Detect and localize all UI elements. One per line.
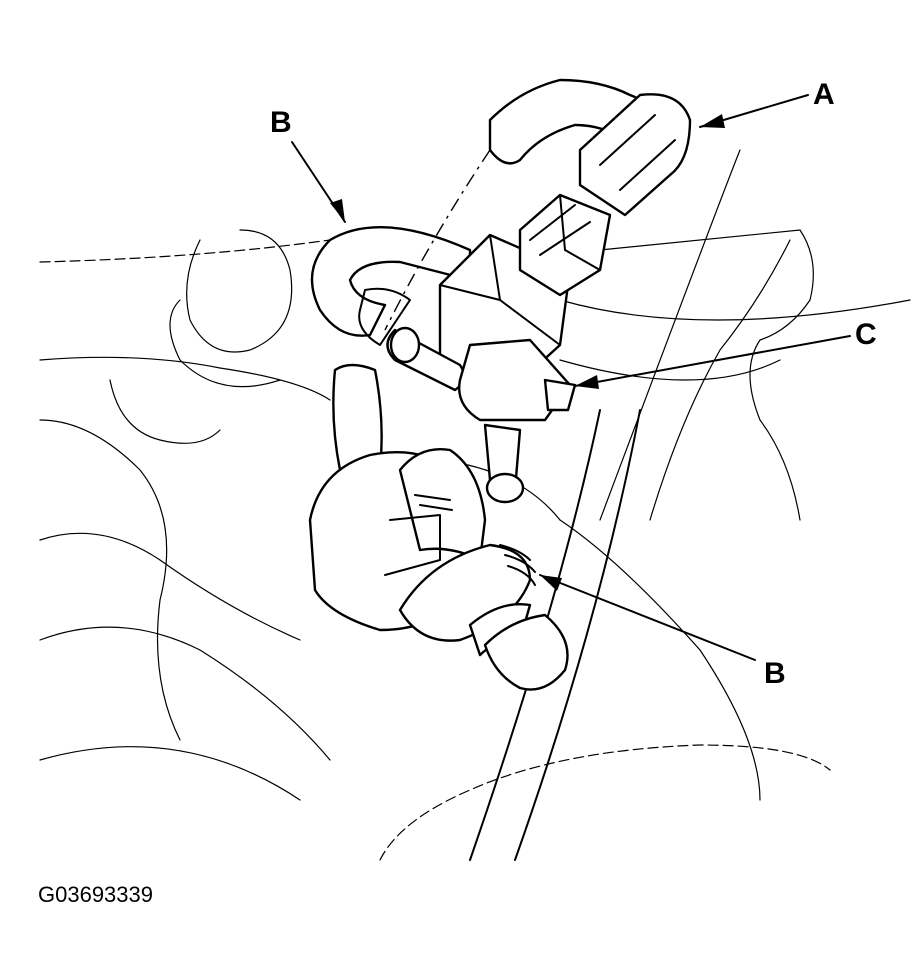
upper-vacuum-hose (310, 226, 472, 346)
solenoid-valve (386, 193, 612, 504)
callout-c-label: C (855, 318, 877, 351)
background-structure (39, 149, 911, 861)
figure-id: G03693339 (38, 882, 153, 907)
callout-b-lower-label: B (764, 657, 786, 690)
callout-a-label: A (813, 78, 835, 111)
callout-b-upper-label: B (270, 106, 292, 139)
leader-lines (291, 94, 851, 661)
lower-assembly (308, 363, 569, 691)
connector-a (488, 78, 692, 217)
assembly-guide-line (384, 149, 491, 331)
